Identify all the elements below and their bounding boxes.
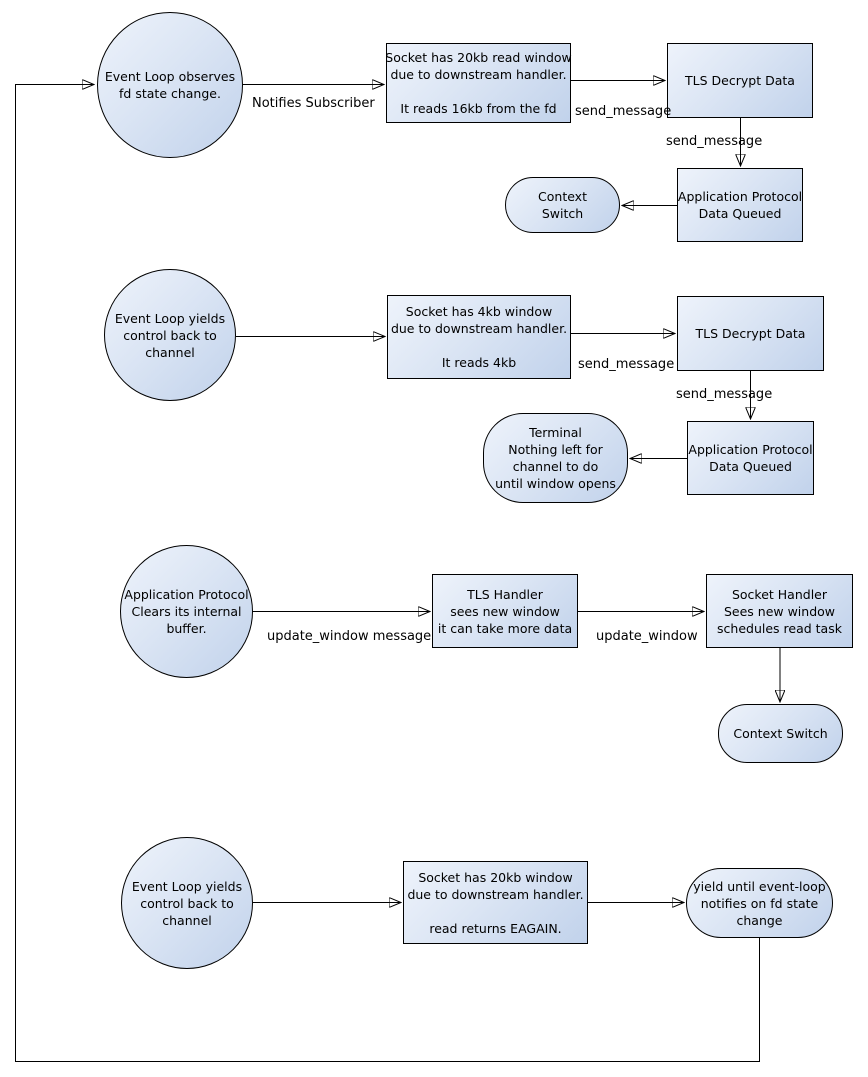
edge-label-send-message-3: send_message xyxy=(578,357,675,372)
node-text-line: yield until event-loop xyxy=(693,878,826,894)
node-text-line: fd state change. xyxy=(119,86,221,101)
node-text-line: Clears its internal xyxy=(131,604,242,619)
node-socket-handler-new-window: Socket Handler Sees new window schedules… xyxy=(706,574,853,648)
node-text-line: control back to xyxy=(140,895,234,911)
node-text-line: Context xyxy=(538,189,587,204)
edge-label-send-message-1: send_message xyxy=(575,104,672,119)
node-text-line: buffer. xyxy=(166,621,207,636)
node-tls-decrypt-data-2: TLS Decrypt Data xyxy=(677,296,824,371)
node-yield-until-event-loop: yield until event-loop notifies on fd st… xyxy=(686,868,833,938)
node-text-line: TLS Handler xyxy=(467,586,543,602)
node-app-protocol-data-queued-1: Application Protocol Data Queued xyxy=(677,168,803,242)
node-text-line: Socket has 20kb read window xyxy=(385,50,572,65)
node-text-line: Socket has 4kb window xyxy=(405,304,553,319)
node-text-line: sees new window xyxy=(450,603,560,619)
node-text-line: Terminal xyxy=(529,425,582,440)
node-text-line: Event Loop yields xyxy=(131,878,243,894)
node-text-line: read returns EAGAIN. xyxy=(429,920,562,936)
node-text-line: Socket has 20kb window xyxy=(418,869,573,885)
edge-label-update-window: update_window xyxy=(596,629,698,644)
node-text-line: channel xyxy=(162,912,212,928)
node-text-line: Application Protocol xyxy=(124,587,249,602)
node-tls-decrypt-data-1: TLS Decrypt Data xyxy=(667,43,813,118)
node-text-line: it can take more data xyxy=(437,620,573,636)
node-tls-handler-new-window: TLS Handler sees new window it can take … xyxy=(432,574,578,648)
node-socket-4kb-window: Socket has 4kb window due to downstream … xyxy=(387,295,571,379)
edge-label-send-message-4: send_message xyxy=(676,387,773,402)
node-text-line: Event Loop observes xyxy=(104,69,236,84)
node-text-line: Data Queued xyxy=(698,206,782,221)
node-text-line: Data Queued xyxy=(709,459,792,474)
node-text-line: Switch xyxy=(541,206,584,221)
node-socket-20kb-window-eagain: Socket has 20kb window due to downstream… xyxy=(403,861,588,944)
node-text-line: schedules read task xyxy=(717,620,842,636)
node-text-line: Application Protocol xyxy=(688,442,813,457)
node-app-protocol-data-queued-2: Application Protocol Data Queued xyxy=(687,421,814,495)
node-text-line: channel xyxy=(145,344,195,360)
node-text-line: Nothing left for xyxy=(508,442,603,457)
node-socket-20kb-read-window: Socket has 20kb read window due to downs… xyxy=(385,43,572,123)
node-text-line: until window opens xyxy=(495,476,616,491)
node-text-line: change xyxy=(736,912,783,928)
node-text-line: It reads 16kb from the fd xyxy=(400,101,557,116)
node-text-line: notifies on fd state xyxy=(700,895,819,911)
node-text-line: It reads 4kb xyxy=(441,355,517,370)
node-text-line: Application Protocol xyxy=(677,189,803,204)
edge-label-send-message-2: send_message xyxy=(666,134,763,149)
node-app-protocol-clears-buffer: Application Protocol Clears its internal… xyxy=(120,545,253,678)
node-event-loop-observes-fd: Event Loop observes fd state change. xyxy=(97,12,243,158)
node-text-line: control back to xyxy=(123,327,217,343)
node-text-line: TLS Decrypt Data xyxy=(695,326,806,341)
node-text-line: Socket Handler xyxy=(731,586,828,602)
node-terminal-nothing-left: Terminal Nothing left for channel to do … xyxy=(483,413,628,503)
edge-label-notifies-subscriber: Notifies Subscriber xyxy=(252,96,375,111)
node-text-line: channel to do xyxy=(512,459,599,474)
node-context-switch-2: Context Switch xyxy=(718,704,843,763)
node-text-line: TLS Decrypt Data xyxy=(685,73,795,88)
node-text-line: Event Loop yields xyxy=(114,310,226,326)
node-text-line: Sees new window xyxy=(723,603,836,619)
node-text-line: Context Switch xyxy=(733,726,828,741)
edge-label-update-window-message: update_window message xyxy=(267,629,432,644)
node-text-line: due to downstream handler. xyxy=(390,67,567,82)
node-event-loop-yields-1: Event Loop yields control back to channe… xyxy=(104,269,236,401)
node-text-line: due to downstream handler. xyxy=(390,321,568,336)
node-event-loop-yields-2: Event Loop yields control back to channe… xyxy=(121,837,253,969)
node-context-switch-1: Context Switch xyxy=(505,177,620,233)
node-text-line: due to downstream handler. xyxy=(407,886,584,902)
